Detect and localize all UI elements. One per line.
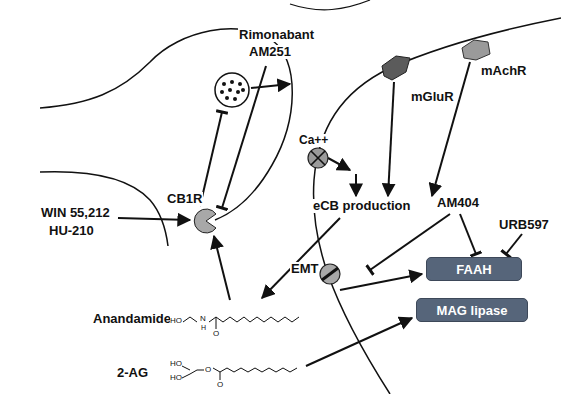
uptake-arrow bbox=[340, 274, 422, 290]
atom-label: O bbox=[217, 381, 223, 389]
compound-label: mGluR bbox=[410, 90, 455, 104]
cb1-receptor bbox=[194, 209, 216, 233]
atom-label: H bbox=[201, 324, 206, 331]
ecb-release-arrow bbox=[262, 218, 340, 298]
compound-label: Anandamide bbox=[92, 312, 172, 326]
atom-label: N bbox=[200, 315, 206, 323]
calcium-arrow bbox=[328, 158, 350, 170]
inhibition-line bbox=[460, 214, 476, 254]
compound-label: AM404 bbox=[436, 196, 480, 210]
compound-label: Ca++ bbox=[298, 134, 329, 147]
presynaptic-membrane bbox=[40, 29, 292, 220]
signal-arrow bbox=[432, 62, 470, 196]
inhibition-line bbox=[506, 234, 522, 254]
enzyme-name: FAAH bbox=[456, 262, 491, 277]
compound-label: AM251 bbox=[248, 45, 292, 59]
compound-label: URB597 bbox=[498, 218, 550, 232]
compound-label: WIN 55,212 bbox=[40, 206, 111, 220]
signal-arrow bbox=[388, 82, 394, 196]
inhibition-line bbox=[222, 66, 266, 208]
agonist-arrow bbox=[118, 218, 190, 220]
compound-label: EMT bbox=[290, 262, 319, 276]
compound-label: eCB production bbox=[312, 199, 412, 213]
compound-label: mAchR bbox=[480, 64, 528, 78]
atom-label: O bbox=[205, 366, 211, 374]
compound-label: 2-AG bbox=[116, 366, 149, 380]
two-ag-structure bbox=[182, 366, 297, 380]
machr-receptor bbox=[462, 40, 490, 60]
calcium-channel bbox=[308, 148, 328, 168]
postsynaptic-membrane bbox=[290, 0, 370, 10]
compound-label: CB1R bbox=[166, 192, 203, 206]
presynaptic-membrane bbox=[40, 172, 168, 246]
atom-label: O bbox=[213, 330, 219, 338]
uptake-arrow bbox=[306, 318, 412, 366]
ecb-to-cb1r-arrow bbox=[214, 236, 230, 300]
compound-label: HU-210 bbox=[48, 224, 95, 238]
atom-label: HO bbox=[170, 360, 182, 368]
emt-transporter bbox=[320, 264, 340, 284]
signal-arrow bbox=[355, 174, 357, 196]
atom-label: HO bbox=[170, 317, 182, 325]
enzyme-box: FAAH bbox=[426, 257, 522, 281]
release-arrow bbox=[251, 84, 290, 88]
compound-label: Rimonabant bbox=[238, 28, 315, 42]
enzyme-name: MAG lipase bbox=[437, 303, 508, 318]
atom-label: HO bbox=[170, 374, 182, 382]
vesicle bbox=[215, 73, 249, 107]
enzyme-box: MAG lipase bbox=[416, 298, 528, 322]
mglur-receptor bbox=[382, 56, 410, 80]
